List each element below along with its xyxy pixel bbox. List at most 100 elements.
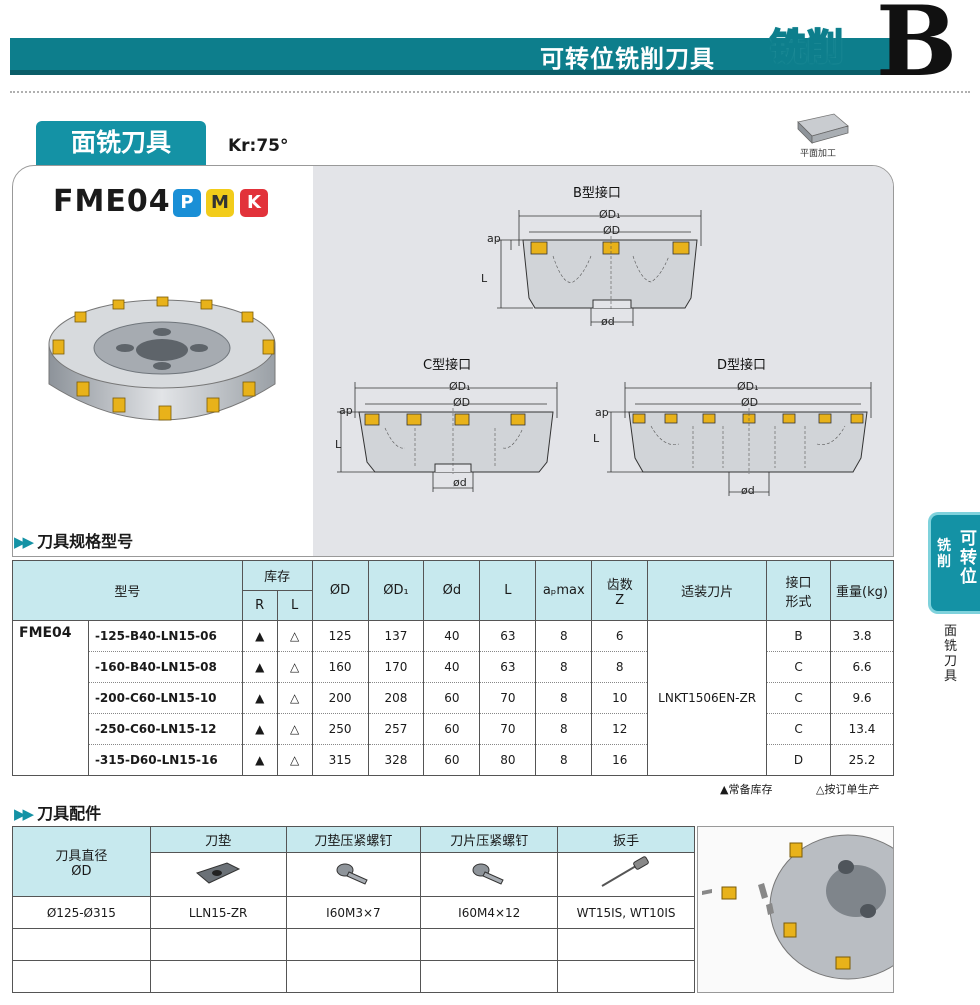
table-row: [12, 960, 695, 993]
cell-length: 63: [479, 620, 537, 652]
stock-l: △: [276, 682, 313, 714]
d-d1-label: ØD₁: [737, 380, 759, 393]
acc-shim: LLN15-ZR: [149, 896, 287, 929]
header-length: L: [479, 560, 537, 621]
shim-screw-image: [285, 852, 422, 897]
cell-interface: C: [766, 713, 831, 745]
model-code: -125-B40-LN15-06: [87, 620, 243, 652]
stock-r: ▲: [241, 682, 278, 714]
spec-heading: ▶▶刀具规格型号: [14, 528, 133, 552]
product-panel: FME04 P M K: [12, 165, 894, 557]
table-row: [12, 928, 695, 961]
header-subtitle: 铣削: [769, 26, 845, 69]
approach-angle: Kr:75°: [228, 136, 289, 156]
acc-header-shim-screw: 刀垫压紧螺钉: [285, 826, 422, 853]
table-row: Ø125-Ø315 LLN15-ZR I60M3×7 I60M4×12 WT15…: [12, 896, 695, 929]
d-interface-title: D型接口: [717, 358, 767, 373]
cell-length: 63: [479, 651, 537, 683]
table-row: -315-D60-LN15-16 ▲ △ 315 328 60 80 8 16 …: [13, 744, 895, 776]
b-l-label: L: [481, 272, 488, 285]
cell-length: 70: [479, 682, 537, 714]
cell-bore: 60: [423, 713, 481, 745]
header-insert: 适装刀片: [647, 560, 768, 621]
d-d-label: ØD: [741, 396, 759, 409]
material-badge-p: P: [173, 189, 201, 217]
acc-empty-cell: [420, 928, 559, 961]
stock-l: △: [276, 651, 313, 683]
c-d-label: ØD: [453, 396, 471, 409]
material-badge-k: K: [240, 189, 268, 217]
cell-ap: 8: [535, 620, 593, 652]
header-stock-r: R: [241, 590, 278, 621]
b-interface-diagram: [497, 210, 702, 326]
side-tab-sub: 铣削: [937, 538, 951, 570]
stock-l: △: [276, 620, 313, 652]
cell-d1: 257: [367, 713, 425, 745]
diagram-area: B型接口 ØD₁ ØD ap L ød: [313, 166, 893, 556]
screw-icon: [472, 863, 504, 885]
section-tab: 面铣刀具: [36, 121, 206, 165]
model-code: -250-C60-LN15-12: [87, 713, 243, 745]
double-arrow-icon: ▶▶: [14, 805, 34, 823]
cell-d1: 170: [367, 651, 425, 683]
model-name: FME04: [53, 184, 171, 219]
header-stock-l: L: [276, 590, 313, 621]
d-interface-diagram: [607, 382, 872, 496]
model-code: -160-B40-LN15-08: [87, 651, 243, 683]
chapter-letter: B: [876, 0, 958, 98]
header-iface-text: 接口: [785, 575, 812, 591]
header-d1: ØD₁: [367, 560, 425, 621]
stock-r: ▲: [241, 620, 278, 652]
acc-wrench: WT15IS, WT10IS: [557, 896, 695, 929]
cell-bore: 40: [423, 620, 481, 652]
side-chapter-tab[interactable]: [928, 512, 980, 614]
flat-machining-icon: [797, 113, 849, 144]
acc-header-shim: 刀垫: [149, 826, 287, 853]
acc-shim-screw: I60M3×7: [285, 896, 422, 929]
cell-z: 10: [591, 682, 649, 714]
header-divider: [10, 91, 970, 93]
header-band: [10, 38, 890, 74]
wrench-image: [557, 852, 695, 897]
acc-empty-cell: [557, 928, 695, 961]
cell-weight: 25.2: [829, 744, 895, 776]
double-arrow-icon: ▶▶: [14, 533, 34, 551]
cell-bore: 40: [423, 651, 481, 683]
cell-bore: 60: [423, 682, 481, 714]
acc-header-wrench: 扳手: [557, 826, 695, 853]
header-iface2-text: 形式: [785, 594, 812, 610]
cell-d: 250: [311, 713, 369, 745]
c-bore-label: ød: [453, 476, 467, 489]
acc-empty-cell: [557, 960, 695, 993]
header-ap: aₚmax: [535, 560, 593, 621]
material-badge-m: M: [206, 189, 234, 217]
table-row: FME04 -125-B40-LN15-06 ▲ △ 125 137 40 63…: [12, 620, 895, 776]
cell-z: 16: [591, 744, 649, 776]
cell-weight: 3.8: [829, 620, 895, 652]
acc-insert-screw: I60M4×12: [420, 896, 559, 929]
b-ap-label: ap: [487, 232, 501, 245]
b-interface-title: B型接口: [573, 186, 621, 201]
acc-empty-cell: [149, 960, 287, 993]
accessory-heading-text: 刀具配件: [37, 804, 102, 823]
cell-d1: 208: [367, 682, 425, 714]
header-stock: 库存: [241, 560, 313, 591]
cell-d1: 137: [367, 620, 425, 652]
shim-icon: [196, 862, 241, 884]
header-model: 型号: [12, 560, 243, 621]
spec-heading-text: 刀具规格型号: [37, 532, 134, 551]
legend-stock: ▲常备库存: [720, 783, 773, 796]
side-tab-main: 可转位: [960, 529, 977, 587]
acc-empty-cell: [149, 928, 287, 961]
acc-empty-cell: [12, 928, 151, 961]
d-bore-label: ød: [741, 484, 755, 497]
screw-icon: [336, 863, 369, 885]
header-band-shadow: [10, 70, 890, 75]
d-l-label: L: [593, 432, 600, 445]
cell-interface: C: [766, 682, 831, 714]
cell-d: 315: [311, 744, 369, 776]
insert-screw-image: [420, 852, 559, 897]
